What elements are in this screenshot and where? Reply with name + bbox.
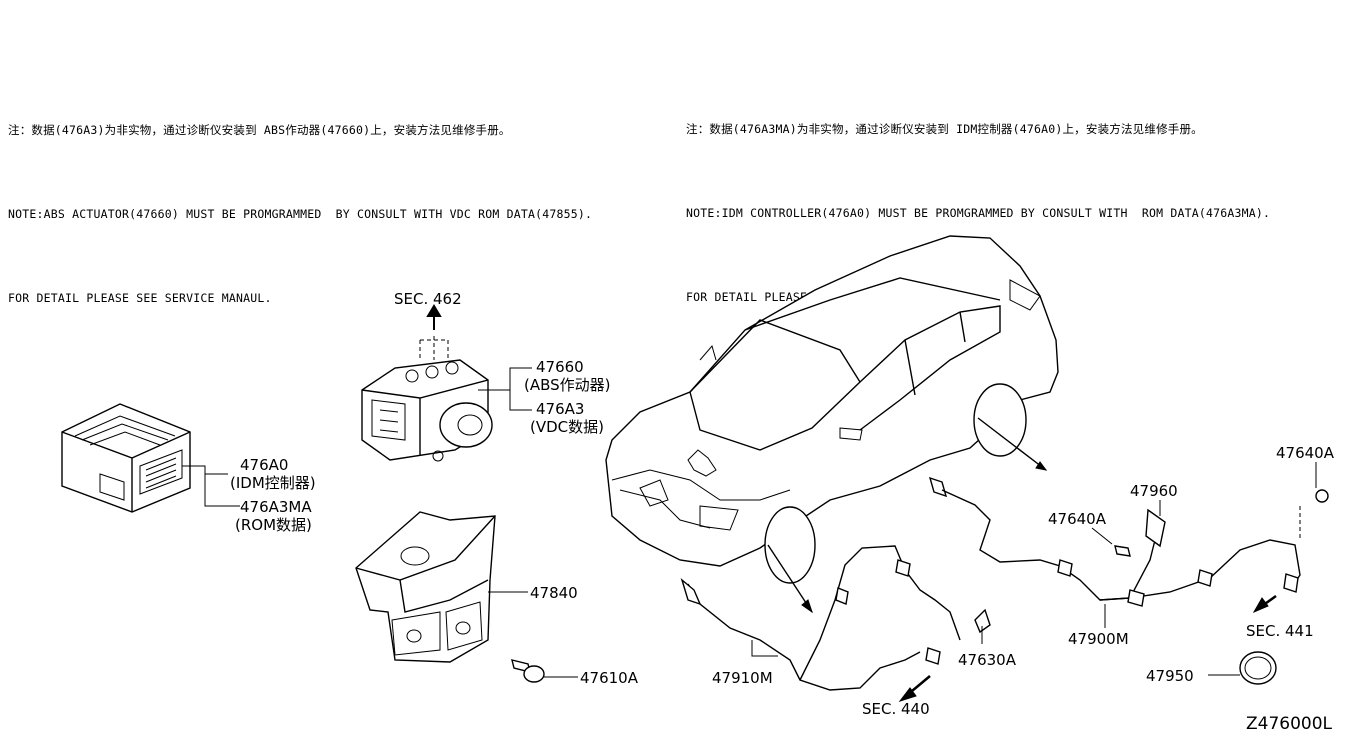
note-left: 注：数据(476A3)为非实物，通过诊断仪安装到 ABS作动器(47660)上，…: [8, 60, 592, 340]
label-47610A: 47610A: [580, 669, 639, 687]
sec441-arrowhead: [1252, 597, 1269, 614]
sec462-arrow: [426, 304, 442, 330]
label-sec-441: SEC. 441: [1246, 622, 1314, 640]
sensor-rotor-ring-inner: [1244, 656, 1272, 680]
front-wheel-arrowhead: [801, 599, 813, 614]
note-right-line-1: 注：数据(476A3MA)为非实物，通过诊断仪安装到 IDM控制器(476A0)…: [686, 122, 1203, 136]
bolt-47640A-mid-leader: [1091, 527, 1113, 545]
label-476A3-desc: (VDC数据): [530, 418, 604, 436]
rear-wheel-arrow: [977, 417, 1047, 471]
note-left-line-1: 注：数据(476A3)为非实物，通过诊断仪安装到 ABS作动器(47660)上，…: [8, 123, 511, 137]
label-476A3: 476A3: [536, 400, 584, 418]
vehicle-drawing: [605, 235, 1059, 584]
bracket-drawing: [355, 511, 496, 663]
label-sec-462: SEC. 462: [394, 290, 462, 308]
note-right-line-2: NOTE:IDM CONTROLLER(476A0) MUST BE PROMG…: [686, 206, 1271, 220]
label-47630A: 47630A: [958, 651, 1017, 669]
harness-leader: [751, 640, 778, 657]
sec440-arrowhead: [898, 687, 917, 702]
label-47900M: 47900M: [1068, 630, 1129, 648]
rear-wheel-arrowhead: [1035, 461, 1048, 471]
label-47660: 47660: [536, 358, 584, 376]
note-left-line-3: FOR DETAIL PLEASE SEE SERVICE MANAUL.: [8, 291, 272, 305]
label-476A3MA: 476A3MA: [240, 498, 312, 516]
front-sensor-harness: [680, 545, 991, 691]
label-47640A-top: 47640A: [1276, 444, 1335, 462]
label-476A0: 476A0: [240, 456, 288, 474]
abs-actuator-drawing: [361, 359, 493, 462]
label-sec-440: SEC. 440: [862, 700, 930, 718]
label-47950: 47950: [1146, 667, 1194, 685]
label-47840: 47840: [530, 584, 578, 602]
idm-leader: [182, 465, 240, 507]
note-left-line-2: NOTE:ABS ACTUATOR(47660) MUST BE PROMGRA…: [8, 207, 593, 221]
diagram-code: Z476000L: [1246, 714, 1333, 734]
label-476A3MA-desc: (ROM数据): [235, 516, 312, 534]
front-wheel-arrow: [767, 544, 813, 613]
label-47640A-mid: 47640A: [1048, 510, 1107, 528]
label-476A0-desc: (IDM控制器): [230, 474, 316, 492]
label-47960: 47960: [1130, 482, 1178, 500]
bolt-47610A-drawing: [511, 659, 545, 683]
label-47660-desc: (ABS作动器): [524, 376, 611, 394]
rear-sensor-harness: [928, 476, 1329, 607]
abs-leader: [478, 367, 532, 411]
idm-controller-drawing: [61, 403, 191, 513]
label-47910M: 47910M: [712, 669, 773, 687]
